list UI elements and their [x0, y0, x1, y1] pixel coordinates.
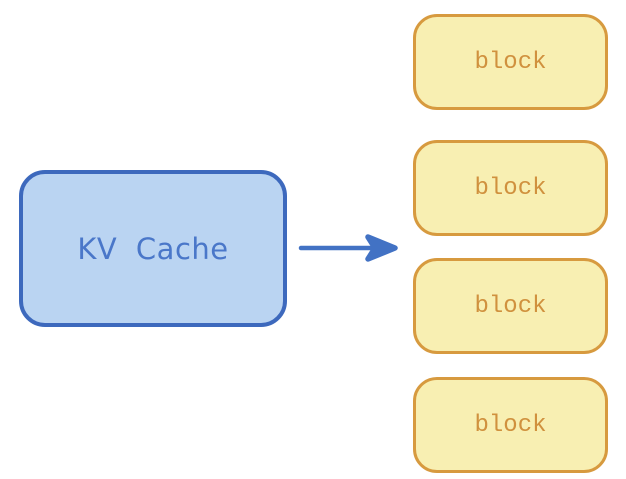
block-label: block — [474, 411, 547, 439]
block-label: block — [474, 292, 547, 320]
block-label: block — [474, 174, 547, 202]
kv-cache-node: KV Cache — [19, 170, 287, 327]
block-label: block — [474, 48, 547, 76]
kv-cache-label: KV Cache — [77, 231, 229, 266]
block-node: block — [413, 140, 608, 236]
block-node: block — [413, 377, 608, 473]
block-node: block — [413, 14, 608, 110]
block-node: block — [413, 258, 608, 354]
arrow-right-icon — [298, 234, 398, 262]
